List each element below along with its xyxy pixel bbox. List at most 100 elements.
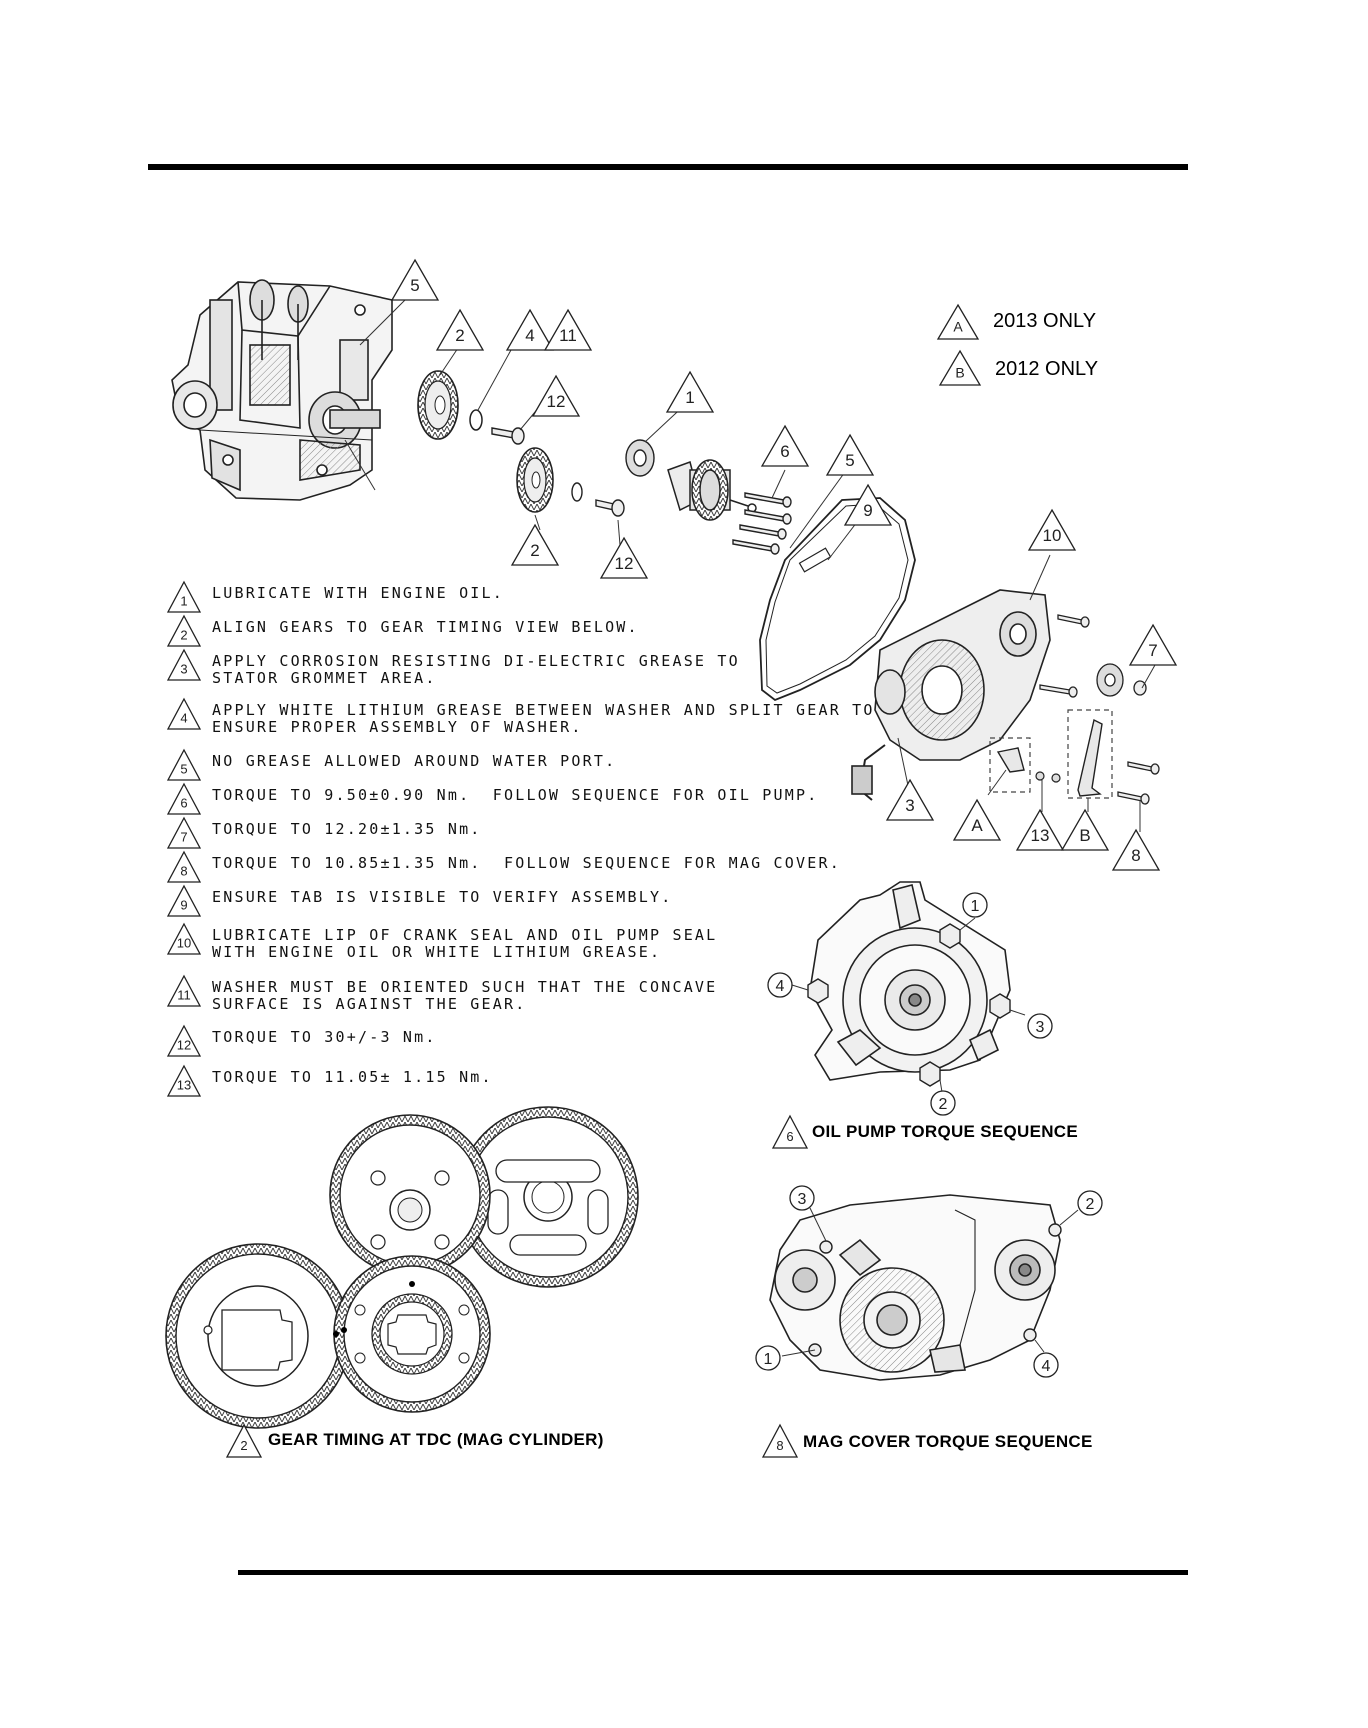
oil-pump-point-4-label: 4 [776, 978, 785, 995]
note-number-8-label: 8 [180, 863, 187, 878]
note-number-8: 8 [166, 850, 202, 883]
oil-pump-point-3: 3 [1027, 1013, 1053, 1039]
note-9-line-1: ENSURE TAB IS VISIBLE TO VERIFY ASSEMBLY… [212, 888, 673, 906]
note-number-6: 6 [166, 782, 202, 815]
oil-pump-point-1-label: 1 [971, 898, 980, 915]
oil-pump-point-3-label: 3 [1036, 1019, 1045, 1036]
gear-timing-caption-triangle-label: 2 [240, 1438, 247, 1453]
mag-cover-caption-triangle: 8 [761, 1423, 799, 1458]
note-7-line-1: TORQUE TO 12.20±1.35 Nm. [212, 820, 482, 838]
note-number-9-label: 9 [180, 897, 187, 912]
callout-c1-label: 1 [685, 388, 694, 407]
mag-cover-bolts [1039, 614, 1160, 805]
note-10-line-1: LUBRICATE LIP OF CRANK SEAL AND OIL PUMP… [212, 926, 718, 944]
mag-cover-point-1-label: 1 [764, 1351, 773, 1368]
top-rule [148, 164, 1188, 170]
note-number-12-label: 12 [177, 1037, 191, 1052]
note-3-line-1: APPLY CORROSION RESISTING DI-ELECTRIC GR… [212, 652, 740, 670]
note-8-line-1: TORQUE TO 10.85±1.35 Nm. FOLLOW SEQUENCE… [212, 854, 841, 872]
note-number-6-label: 6 [180, 795, 187, 810]
note-triangle-10: 10 [166, 922, 202, 955]
callout-c10-label: 10 [1043, 526, 1062, 545]
callout-c2a: 2 [435, 308, 485, 351]
callout-cA: A [952, 798, 1002, 841]
note-triangle-11: 11 [166, 974, 202, 1007]
legend-triangle-a-label: A [953, 319, 963, 335]
note-number-9: 9 [166, 884, 202, 917]
callout-c11-label: 11 [559, 326, 577, 345]
bolt-upper [491, 427, 525, 445]
note-number-3-label: 3 [180, 661, 187, 676]
callout-cB-label: B [1079, 826, 1090, 845]
callout-c8: 8 [1111, 828, 1161, 871]
mag-cover-point-4: 4 [1033, 1352, 1059, 1378]
callout-c7: 7 [1128, 623, 1178, 666]
legend-2013: 2013 ONLY [993, 310, 1097, 332]
note-4-line-1: APPLY WHITE LITHIUM GREASE BETWEEN WASHE… [212, 701, 875, 719]
note-number-2: 2 [166, 614, 202, 647]
note-triangle-8: 8 [166, 850, 202, 883]
note-triangle-6: 6 [166, 782, 202, 815]
oil-pump-point-4: 4 [767, 972, 793, 998]
bottom-rule [238, 1570, 1188, 1575]
callout-c6: 6 [760, 424, 810, 467]
callout-c2b-label: 2 [530, 541, 539, 560]
note-triangle-12: 12 [166, 1024, 202, 1057]
oil-pump-bolt-hexes [807, 923, 1011, 1087]
note-12-line-1: TORQUE TO 30+/-3 Nm. [212, 1028, 437, 1046]
callout-c2a-label: 2 [455, 326, 464, 345]
callout-c5b-label: 5 [845, 451, 854, 470]
callout-c13: 13 [1015, 808, 1065, 851]
callout-c13-label: 13 [1031, 826, 1050, 845]
gear-timing-drawing [165, 1106, 639, 1429]
note-triangle-7: 7 [166, 816, 202, 849]
note-triangle-5: 5 [166, 748, 202, 781]
legend-triangle-b: B [938, 349, 982, 386]
note-triangle-1: 1 [166, 580, 202, 613]
mag-cover-point-4-label: 4 [1042, 1358, 1051, 1375]
callout-c5a-label: 5 [410, 276, 419, 295]
caption-triangles: 6 8 2 [225, 1114, 809, 1458]
note-3-line-2: STATOR GROMMET AREA. [212, 669, 437, 687]
note-number-4-label: 4 [180, 710, 187, 725]
callout-c8-label: 8 [1131, 846, 1140, 865]
note-number-12: 12 [166, 1024, 202, 1057]
legend-triangle-a: A [936, 303, 980, 340]
oil-pump-rotor [625, 439, 655, 477]
note-number-13-label: 13 [177, 1077, 191, 1092]
callout-c7-label: 7 [1148, 641, 1157, 660]
legend-triangle-b-label: B [955, 365, 964, 381]
note-number-4: 4 [166, 697, 202, 730]
note-triangle-3: 3 [166, 648, 202, 681]
oil-pump-point-2-label: 2 [939, 1096, 948, 1113]
note-number-13: 13 [166, 1064, 202, 1097]
gear-timing-caption: GEAR TIMING AT TDC (MAG CYLINDER) [268, 1430, 604, 1449]
bolt-lower [595, 499, 625, 517]
mag-cover-point-3: 3 [789, 1185, 815, 1211]
water-pump-impeller [1096, 663, 1147, 697]
callout-cA-label: A [971, 816, 983, 835]
callout-c9: 9 [843, 483, 893, 526]
callout-c3-label: 3 [905, 796, 914, 815]
note-number-1-label: 1 [180, 593, 187, 608]
note-number-11: 11 [166, 974, 202, 1007]
note-number-7-label: 7 [180, 829, 187, 844]
oil-pump-point-1: 1 [962, 892, 988, 918]
mag-cover-point-2: 2 [1077, 1190, 1103, 1216]
oil-pump-caption-triangle: 6 [771, 1114, 809, 1149]
note-triangle-2: 2 [166, 614, 202, 647]
callout-c5a: 5 [390, 258, 440, 301]
callout-c3: 3 [885, 778, 935, 821]
callout-c11: 11 [543, 308, 593, 351]
note-5-line-1: NO GREASE ALLOWED AROUND WATER PORT. [212, 752, 617, 770]
note-number-1: 1 [166, 580, 202, 613]
mag-cover-caption-triangle-label: 8 [776, 1438, 783, 1453]
note-13-line-1: TORQUE TO 11.05± 1.15 Nm. [212, 1068, 493, 1086]
oil-pump-caption: OIL PUMP TORQUE SEQUENCE [812, 1122, 1079, 1141]
note-number-2-label: 2 [180, 627, 187, 642]
split-gear-upper [417, 370, 459, 440]
washer-upper [469, 409, 483, 431]
note-1-line-1: LUBRICATE WITH ENGINE OIL. [212, 584, 504, 602]
note-triangle-9: 9 [166, 884, 202, 917]
